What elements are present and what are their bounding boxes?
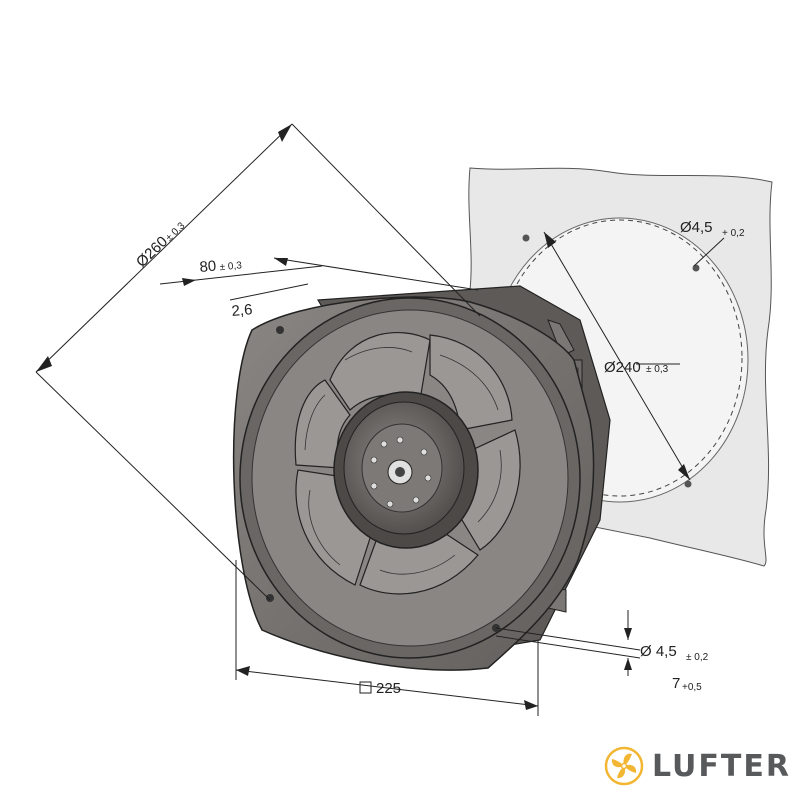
corner-hole <box>266 594 274 602</box>
plate-hole <box>684 480 692 488</box>
square-symbol <box>359 681 372 694</box>
dim-hole-45-fan: Ø 4,5 ± 0,2 <box>640 643 709 663</box>
svg-text:± 0,3: ± 0,3 <box>646 364 669 375</box>
dim-diag-260: Ø260 ± 0,3 <box>133 220 188 271</box>
svg-text:2,6: 2,6 <box>231 301 253 320</box>
dim-hole-45-plate: Ø4,5 + 0,2 <box>680 219 745 239</box>
svg-text:± 0,2: ± 0,2 <box>686 652 709 663</box>
fan-icon <box>604 746 644 786</box>
svg-text:+0,5: +0,5 <box>682 682 702 693</box>
svg-text:+ 0,2: + 0,2 <box>722 228 745 239</box>
dim-square-225: 225 <box>359 680 401 697</box>
motor-hub <box>333 391 479 549</box>
lufter-logo: LUFTER <box>604 746 791 786</box>
logo-text: LUFTER <box>652 748 791 784</box>
plate-hole <box>692 264 700 272</box>
dim-flange-26: 2,6 <box>231 301 253 320</box>
svg-text:Ø240: Ø240 <box>604 359 641 376</box>
svg-text:225: 225 <box>376 680 401 697</box>
svg-text:Ø4,5: Ø4,5 <box>680 219 713 236</box>
dimension-arrows <box>36 124 690 710</box>
plate-hole <box>522 234 530 242</box>
dim-bolt-240: Ø240 ± 0,3 <box>604 359 669 376</box>
dim-depth-80: 80 ± 0,3 <box>199 258 243 276</box>
svg-text:7: 7 <box>672 675 680 692</box>
svg-text:± 0,3: ± 0,3 <box>164 220 188 244</box>
corner-hole <box>276 326 284 334</box>
svg-text:Ø 4,5: Ø 4,5 <box>640 643 677 660</box>
svg-text:± 0,3: ± 0,3 <box>219 260 242 273</box>
dim-edge-7: 7 +0,5 <box>672 675 702 693</box>
svg-text:80: 80 <box>199 258 217 276</box>
